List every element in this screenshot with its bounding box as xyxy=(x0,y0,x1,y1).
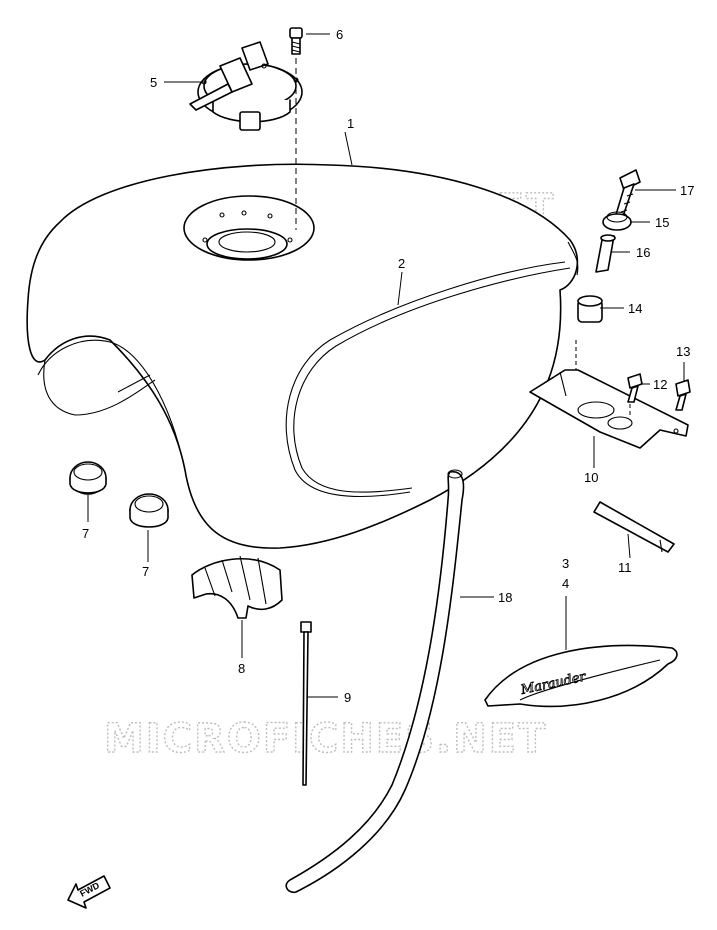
cap-bolt xyxy=(289,27,303,55)
callout-15: 15 xyxy=(655,215,669,230)
callout-8: 8 xyxy=(238,661,245,676)
callout-18: 18 xyxy=(498,590,512,605)
callout-12: 12 xyxy=(653,377,667,392)
cushion-7-a xyxy=(69,461,107,495)
forward-arrow-icon: FWD xyxy=(67,875,111,909)
bolt-13 xyxy=(675,379,691,411)
callout-4: 4 xyxy=(562,576,569,591)
callout-numbers: 1 2 3 4 5 6 7 7 8 9 10 11 12 13 14 15 16… xyxy=(82,27,694,705)
callout-14: 14 xyxy=(628,301,642,316)
callout-16: 16 xyxy=(636,245,650,260)
strip-11 xyxy=(593,501,675,553)
watermark-bottom: MICROFICHES.NET xyxy=(104,716,547,762)
callout-6: 6 xyxy=(336,27,343,42)
fuel-cap xyxy=(189,41,303,131)
washer-15 xyxy=(602,211,632,231)
callout-5: 5 xyxy=(150,75,157,90)
drain-hose xyxy=(285,469,465,894)
callout-2: 2 xyxy=(398,256,405,271)
callout-7b: 7 xyxy=(142,564,149,579)
tank-emblem: Marauder xyxy=(484,644,678,708)
bolt-12 xyxy=(627,373,643,403)
callout-7a: 7 xyxy=(82,526,89,541)
callout-9: 9 xyxy=(344,690,351,705)
callout-3: 3 xyxy=(562,556,569,571)
fuel-tank xyxy=(26,163,579,549)
callout-10: 10 xyxy=(584,470,598,485)
callout-11: 11 xyxy=(618,560,632,575)
leader-lines xyxy=(87,33,685,698)
callout-13: 13 xyxy=(676,344,690,359)
cushion-7-b xyxy=(129,493,169,528)
cushion-14 xyxy=(577,295,603,323)
callout-17: 17 xyxy=(680,183,694,198)
clamp-tie xyxy=(300,621,312,786)
cushion-8 xyxy=(191,555,283,619)
collar-16 xyxy=(595,234,616,273)
tank-bracket xyxy=(529,369,689,449)
callout-1: 1 xyxy=(347,116,354,131)
